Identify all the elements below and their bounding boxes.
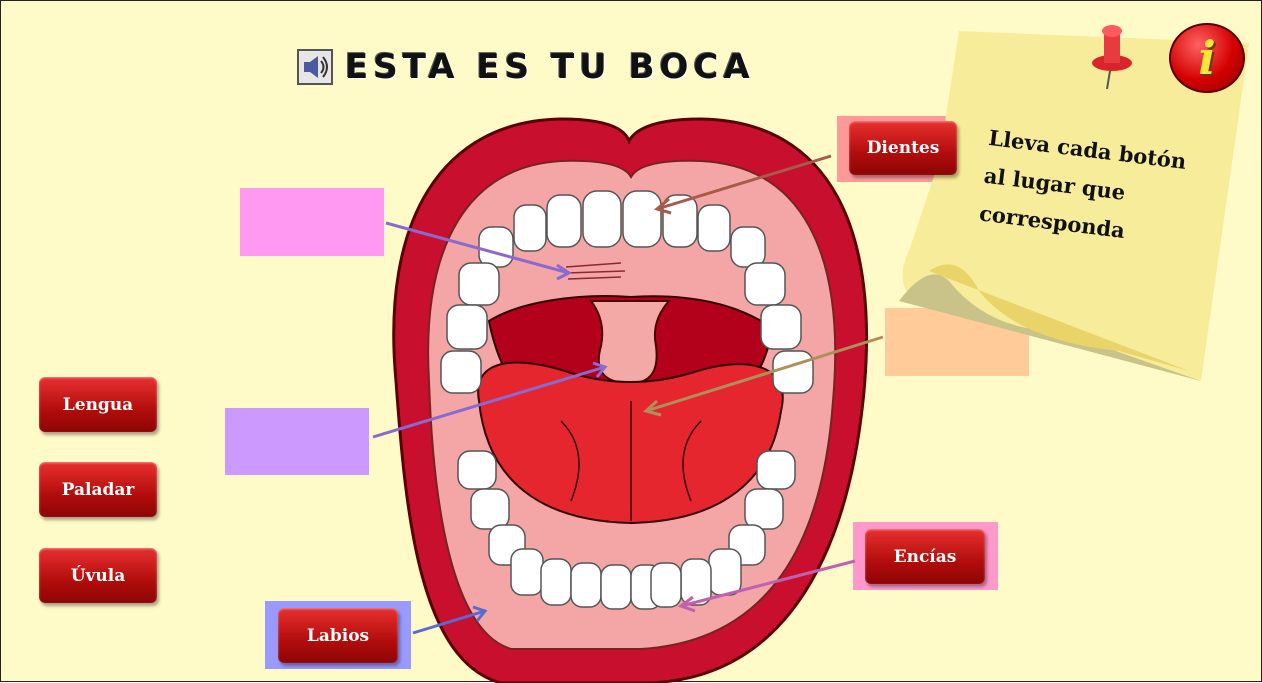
arrow-encias: [677, 559, 856, 613]
labios-button[interactable]: Labios: [278, 608, 398, 663]
arrow-paladar: [385, 221, 572, 281]
push-pin-icon: [1089, 19, 1135, 93]
arrow-lengua: [642, 335, 884, 417]
upper-teeth: [440, 190, 814, 394]
title-bar: ESTA ES TU BOCA: [297, 47, 755, 87]
lengua-button[interactable]: Lengua: [39, 377, 157, 432]
dientes-button[interactable]: Dientes: [849, 121, 957, 175]
info-button[interactable]: i: [1169, 23, 1245, 93]
uvula-button[interactable]: Úvula: [39, 548, 157, 603]
info-icon: i: [1198, 31, 1216, 85]
sticky-note: [899, 31, 1249, 381]
paladar-button[interactable]: Paladar: [39, 462, 157, 517]
arrow-dientes: [653, 154, 832, 215]
arrow-labios: [412, 605, 488, 635]
drop-slot-pink: [240, 188, 384, 256]
arrow-uvula: [372, 361, 608, 439]
lower-teeth: [457, 450, 796, 610]
pointer-arrows: [372, 154, 884, 635]
drop-slot-violet: [225, 408, 369, 475]
encias-button[interactable]: Encías: [865, 529, 985, 584]
page-title: ESTA ES TU BOCA: [345, 47, 755, 87]
speaker-icon[interactable]: [297, 49, 333, 85]
